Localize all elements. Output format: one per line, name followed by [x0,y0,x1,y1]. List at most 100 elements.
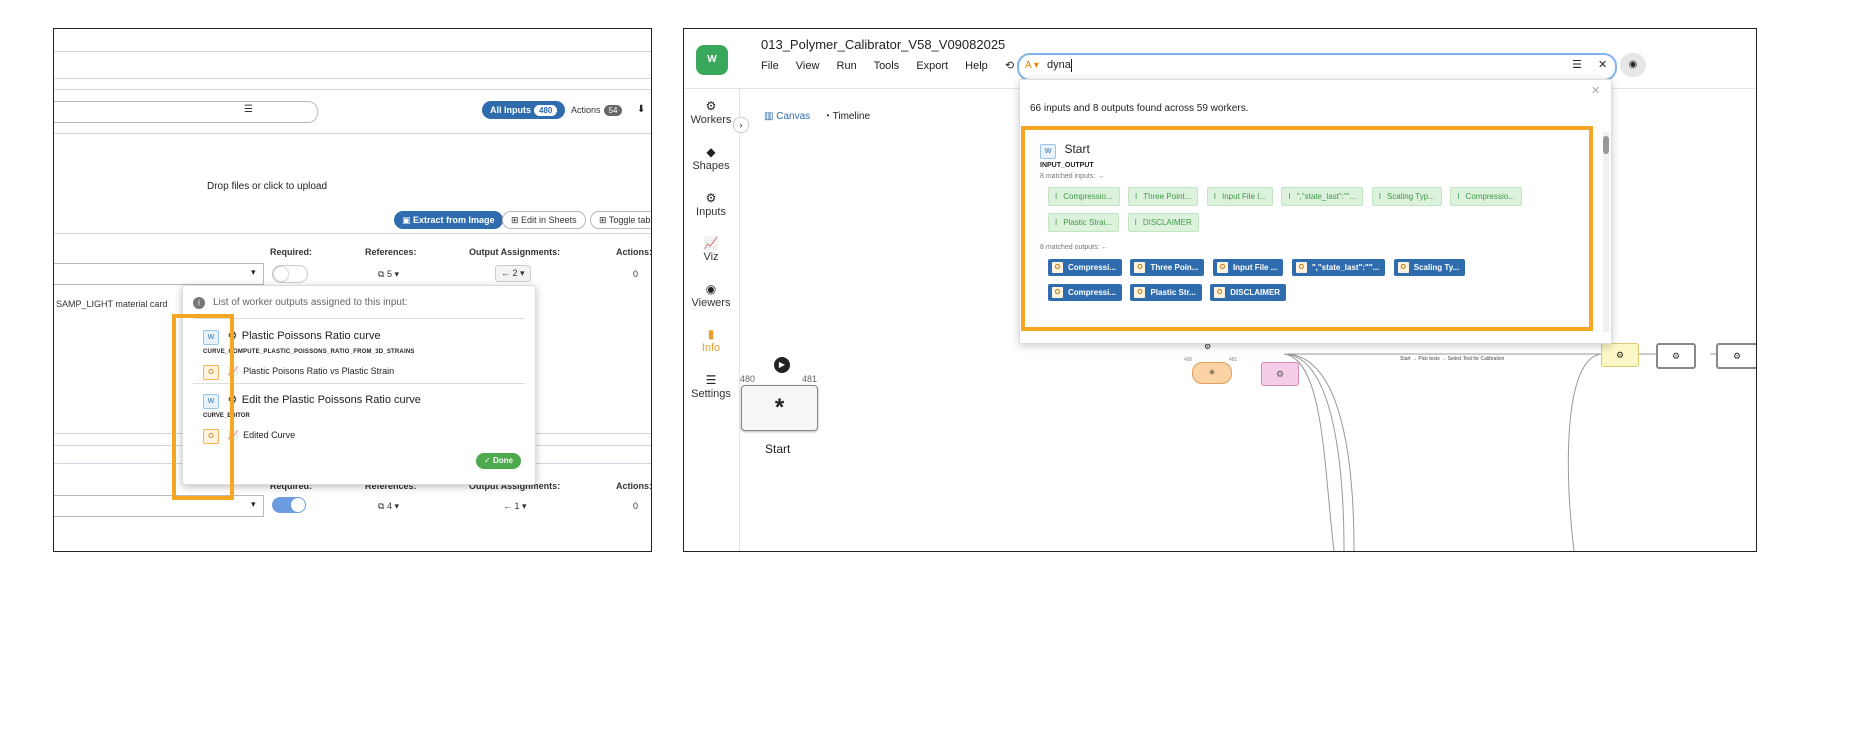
link-icon: ⧉ [378,501,387,511]
tab-label: Canvas [776,111,811,122]
output-chip[interactable]: O","state_last":""... [1291,259,1386,276]
sidebar-item-inputs[interactable]: ⚙Inputs [688,191,734,218]
sidebar-item-settings[interactable]: ☰Settings [688,373,734,400]
input-chip[interactable]: I","state_last":""... [1281,187,1364,206]
references-dropdown[interactable]: ⧉ 4 ▾ [378,501,399,511]
start-node[interactable]: * [741,385,818,431]
scrollbar-thumb[interactable] [1603,136,1609,154]
divider [54,51,651,52]
result-worker-header[interactable]: W Start [1040,140,1600,159]
tab-all-inputs-label: All Inputs [490,105,531,115]
references-count: 4 [386,501,392,511]
close-icon[interactable]: ✕ [1598,59,1608,71]
type-select[interactable] [54,263,264,285]
tab-actions-label: Actions [571,105,601,115]
edit-sheets-label: Edit in Sheets [521,215,577,225]
close-results-icon[interactable]: ✕ [1591,85,1601,97]
result-worker-id: INPUT_OUTPUT [1040,162,1094,169]
toggle-table-button[interactable]: ⊞ Toggle tabl [590,211,652,229]
mini-worker-node[interactable]: ⚙ [1716,343,1756,369]
popup-worker-item[interactable]: W ⚙ Plastic Poissons Ratio curve CURVE_C… [203,326,523,380]
mini-worker-node[interactable]: ⚙ [1656,343,1696,369]
chip-label: Compressi... [1068,288,1117,297]
worker-output-row[interactable]: O 📈 Edited Curve [203,425,523,444]
history-icon[interactable]: ⟲ [1004,60,1015,72]
sidebar-item-viewers[interactable]: ◉Viewers [688,282,734,309]
eye-icon: ◉ [705,282,717,296]
menu-item-file[interactable]: File [761,60,779,72]
required-toggle[interactable] [272,497,306,513]
cursor [1071,59,1072,72]
sidebar-item-shapes[interactable]: ◆Shapes [688,145,734,172]
type-select[interactable] [54,495,264,517]
material-card-label: SAMP_LIGHT material card [56,299,168,309]
output-assignments-dropdown[interactable]: ← 2 ▾ [495,265,531,282]
toggle-label: Toggle tabl [608,215,652,225]
record-button[interactable]: ◉ [1620,53,1646,77]
sliders-icon[interactable]: ☰ [1572,59,1582,71]
menu-item-view[interactable]: View [795,60,820,72]
matched-inputs-label: 8 matched inputs: [1040,173,1096,180]
download-icon[interactable]: ⬇ [637,104,646,115]
gear-icon: ⚙ [705,99,717,113]
sidebar-label: Inputs [696,206,726,218]
chip-label: Plastic Str... [1150,288,1196,297]
references-dropdown[interactable]: ⧉ 5 ▾ [378,269,399,279]
filter-icon[interactable]: ☰ [244,104,253,115]
header-actions: Actions: [616,481,652,491]
upload-dropzone[interactable]: Drop files or click to upload [207,181,328,192]
sidebar-label: Viz [703,251,719,263]
inputs-search-input[interactable] [54,101,318,123]
file-icon: ▮ [707,327,715,341]
menu-item-export[interactable]: Export [916,60,949,72]
search-mode-selector[interactable]: A ▾ [1025,60,1039,71]
collapse-sidebar-button[interactable]: › [733,117,749,133]
mini-pick-node[interactable]: ⚙ [1261,362,1299,386]
sidebar-item-workers[interactable]: ⚙Workers [688,99,734,126]
required-toggle[interactable] [272,265,308,283]
mini-worker-node[interactable]: ⚙ [1601,343,1639,367]
scrollbar[interactable] [1603,132,1609,332]
edit-in-sheets-button[interactable]: ⊞ Edit in Sheets [502,211,586,229]
output-tag: O [203,365,219,380]
output-assignments-dropdown[interactable]: ← 1 ▾ [503,501,527,511]
menu-item-help[interactable]: Help [965,60,988,72]
extract-label: Extract from Image [413,215,495,225]
popup-worker-item[interactable]: W ⚙ Edit the Plastic Poissons Ratio curv… [203,390,523,444]
done-button[interactable]: ✓ Done [476,453,521,469]
tab-canvas[interactable]: ▥ Canvas [764,111,810,122]
header-references: References: [365,481,417,491]
menu-item-tools[interactable]: Tools [873,60,900,72]
settings-icon: ☰ [705,373,717,387]
sidebar-item-viz[interactable]: 📈Viz [688,236,734,263]
extract-from-image-button[interactable]: ▣ Extract from Image [394,211,503,229]
menu-item-run[interactable]: Run [836,60,857,72]
sidebar-item-info[interactable]: ▮Info [688,327,734,354]
play-icon[interactable]: ▶ [774,357,790,373]
sidebar-label: Viewers [691,297,731,309]
mini-start-node[interactable]: ✳ [1192,362,1232,384]
chip-label: Three Poin... [1150,263,1199,272]
worker-output-row[interactable]: O 📈 Plastic Poisons Ratio vs Plastic Str… [203,361,523,380]
divider [54,133,651,134]
tab-label: Timeline [832,111,871,122]
tab-timeline[interactable]: ◔ Timeline [824,111,870,122]
matched-outputs-label: 8 matched outputs: [1040,244,1100,251]
